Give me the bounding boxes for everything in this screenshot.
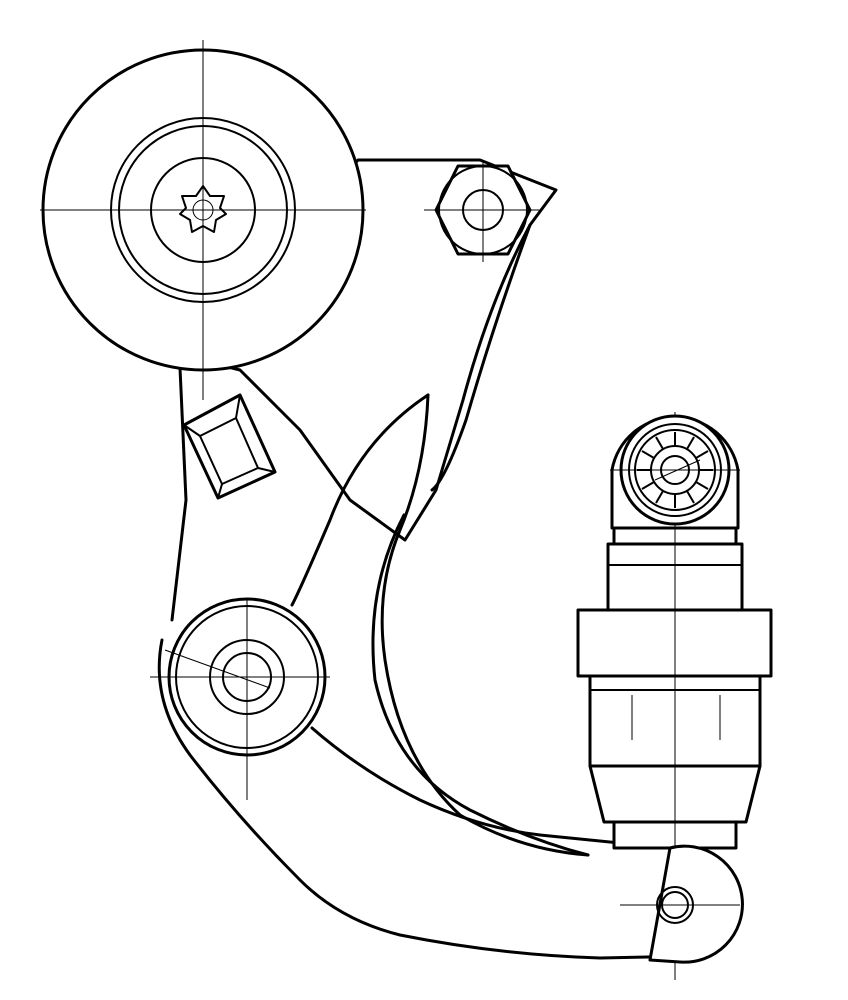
mounting-block [182,393,277,500]
torx-bolt [179,185,227,233]
hex-nut [424,160,542,262]
pivot-bushing [150,597,330,800]
damper-upper-eye [610,414,740,526]
damper-lower-eye [620,844,744,964]
idler-pulley [40,40,366,400]
hydraulic-damper [576,412,773,980]
